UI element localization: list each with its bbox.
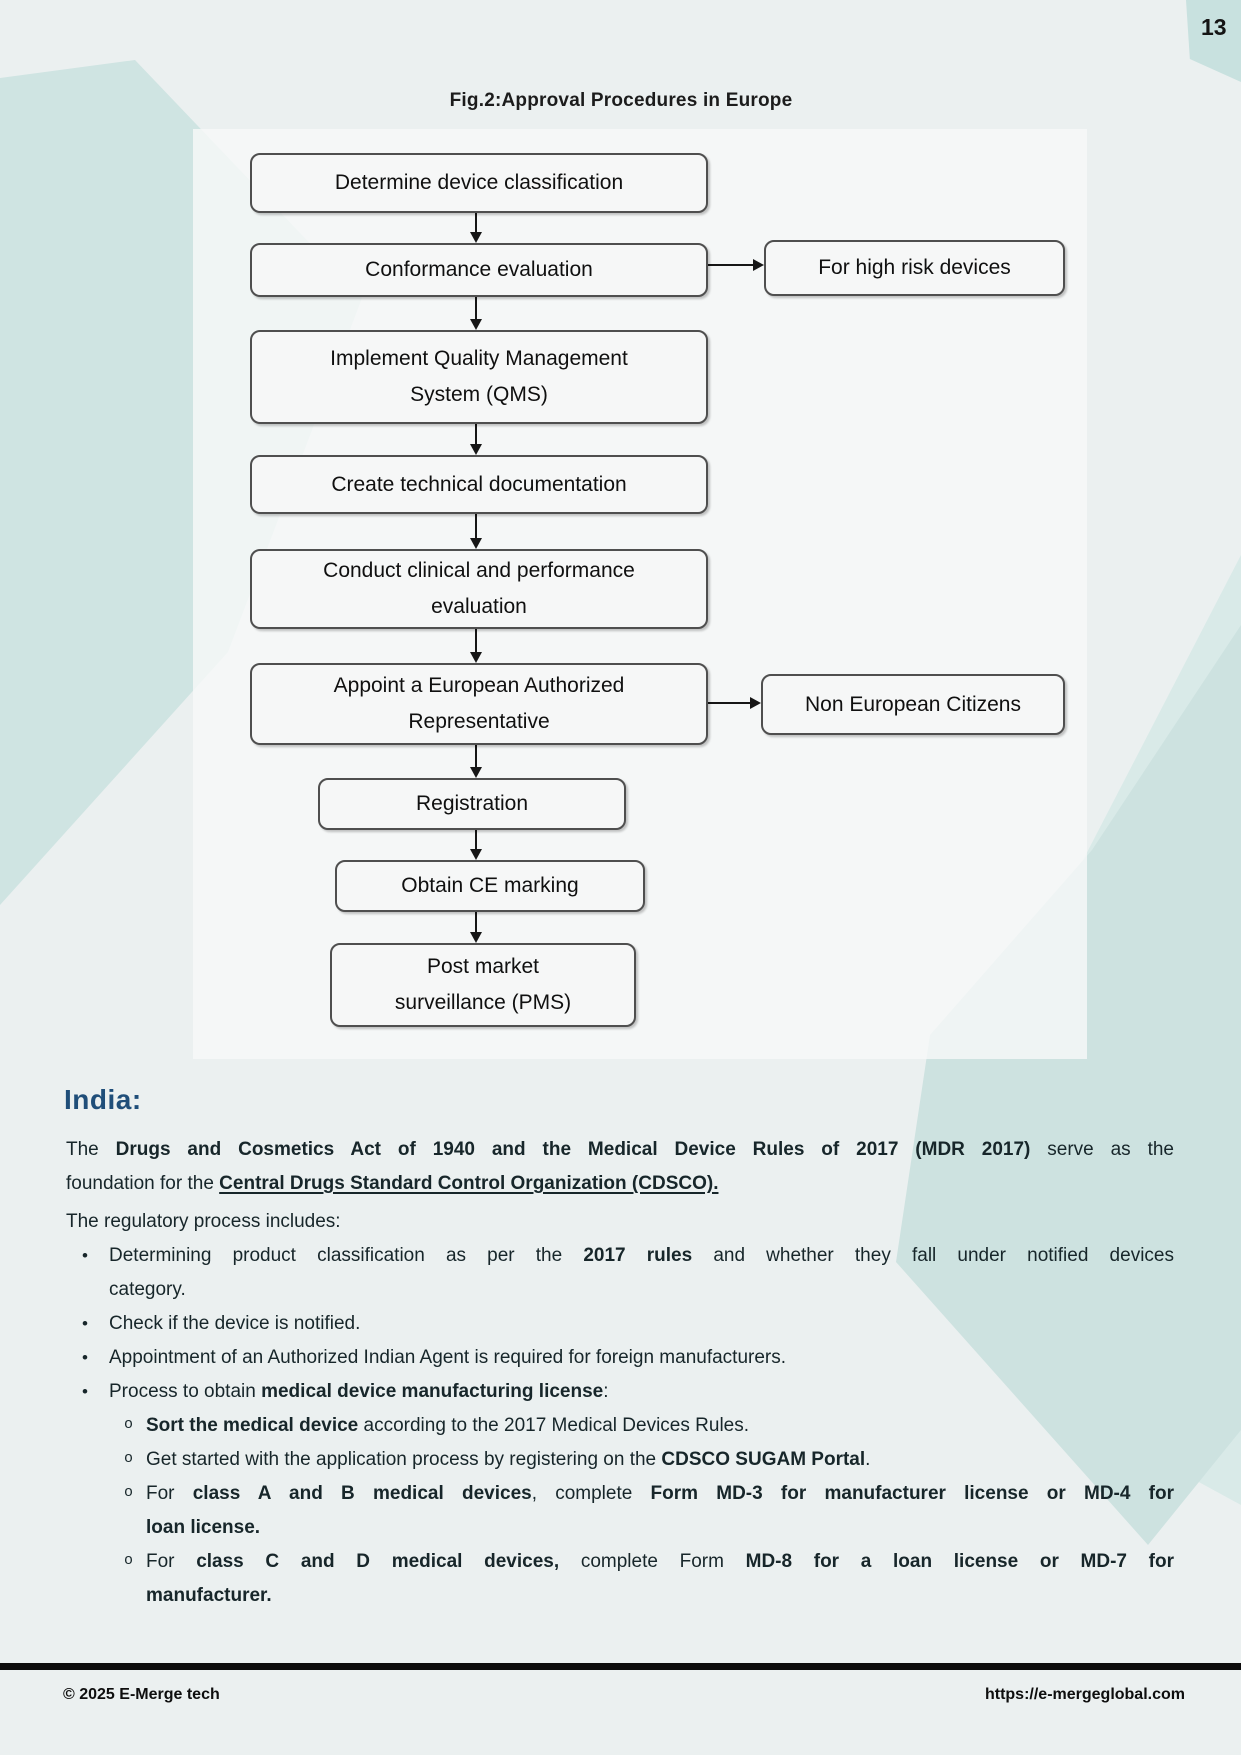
flow-step-determine-classification: Determine device classification — [250, 153, 708, 213]
sub-list-item: o Get started with the application proce… — [66, 1443, 1174, 1477]
sub-list-item-line: Sort the medical device according to the… — [146, 1415, 750, 1436]
bullet-dot-icon: • — [82, 1314, 88, 1333]
flow-step-conformance-evaluation: Conformance evaluation — [250, 243, 708, 297]
intro-paragraph: The Drugs and Cosmetics Act of 1940 and … — [66, 1133, 1174, 1201]
list-item: • Process to obtain medical device manuf… — [66, 1375, 1174, 1409]
flow-arrow-down-icon — [470, 514, 482, 549]
sub-list-item: o For class A and B medical devices, com… — [66, 1477, 1174, 1545]
list-item: • Appointment of an Authorized Indian Ag… — [66, 1341, 1174, 1375]
bullet-dot-icon: • — [82, 1246, 88, 1265]
page-number: 13 — [1201, 14, 1227, 40]
list-item-line: Appointment of an Authorized Indian Agen… — [109, 1347, 787, 1368]
sub-list-item-line: For class A and B medical devices, compl… — [146, 1483, 1175, 1504]
flow-arrow-right-icon — [708, 259, 764, 271]
flow-arrow-down-icon — [470, 745, 482, 778]
figure-title: Fig.2:Approval Procedures in Europe — [449, 90, 793, 111]
sub-list-item-line: For class C and D medical devices, compl… — [146, 1551, 1175, 1572]
flow-step-clinical-performance-evaluation: Conduct clinical and performance evaluat… — [250, 549, 708, 629]
list-item-line: category. — [109, 1279, 186, 1300]
sub-bullet-circle-icon: o — [124, 1450, 134, 1467]
flow-step-qms: Implement Quality Management System (QMS… — [250, 330, 708, 424]
flow-step-technical-documentation: Create technical documentation — [250, 455, 708, 514]
flow-arrow-down-icon — [470, 629, 482, 663]
footer-url[interactable]: https://e-mergeglobal.com — [984, 1686, 1185, 1703]
section-heading-india: India: — [64, 1084, 142, 1115]
bullet-dot-icon: • — [82, 1382, 88, 1401]
flow-arrow-down-icon — [470, 297, 482, 330]
flow-note-high-risk-devices: For high risk devices — [764, 240, 1065, 296]
flow-step-registration: Registration — [318, 778, 626, 830]
flow-step-ce-marking: Obtain CE marking — [335, 860, 645, 912]
sub-list-item-line: Get started with the application process… — [146, 1449, 871, 1470]
list-item: • Determining product classification as … — [66, 1239, 1174, 1307]
list-item-line: Process to obtain medical device manufac… — [109, 1381, 609, 1402]
footer-divider — [0, 1663, 1241, 1670]
sub-bullet-circle-icon: o — [124, 1552, 134, 1569]
list-item-line: Check if the device is notified. — [109, 1313, 361, 1334]
page-number-banner: 13 — [1186, 0, 1241, 82]
bullet-dot-icon: • — [82, 1348, 88, 1367]
intro-line: The Drugs and Cosmetics Act of 1940 and … — [66, 1139, 1174, 1160]
sub-bullet-circle-icon: o — [124, 1484, 134, 1501]
sub-list-item: o For class C and D medical devices, com… — [66, 1545, 1174, 1613]
flow-arrow-down-icon — [470, 830, 482, 860]
sub-list-item: o Sort the medical device according to t… — [66, 1409, 1174, 1443]
flow-note-non-european-citizens: Non European Citizens — [761, 674, 1065, 735]
list-item-line: Determining product classification as pe… — [109, 1245, 1174, 1266]
flow-arrow-down-icon — [470, 424, 482, 455]
flow-arrow-down-icon — [470, 912, 482, 943]
sub-list-item-line: manufacturer. — [146, 1585, 272, 1606]
india-section-body: The Drugs and Cosmetics Act of 1940 and … — [66, 1133, 1174, 1613]
flow-step-post-market-surveillance: Post market surveillance (PMS) — [330, 943, 636, 1027]
footer-copyright: © 2025 E-Merge tech — [63, 1686, 220, 1703]
list-item: • Check if the device is notified. — [66, 1307, 1174, 1341]
intro-line: foundation for the Central Drugs Standar… — [66, 1173, 719, 1194]
process-label: The regulatory process includes: — [66, 1211, 341, 1232]
flow-arrow-right-icon — [708, 697, 761, 709]
flow-arrow-down-icon — [470, 213, 482, 243]
flow-step-authorized-representative: Appoint a European Authorized Representa… — [250, 663, 708, 745]
sub-bullet-circle-icon: o — [124, 1416, 134, 1433]
sub-list-item-line: loan license. — [146, 1517, 261, 1538]
